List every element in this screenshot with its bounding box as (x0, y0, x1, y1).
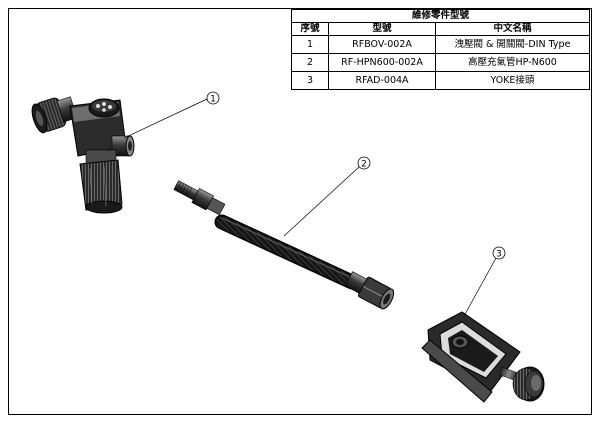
header-seq: 序號 (290, 22, 330, 36)
row-name: 高壓充氣管HP-N600 (434, 53, 591, 72)
row-seq: 3 (290, 71, 330, 90)
row-seq: 2 (290, 53, 330, 72)
row-name: 洩壓閥 & 開關閥-DIN Type (434, 35, 591, 54)
din-valve-part (31, 96, 135, 214)
row-model: RFBOV-002A (328, 35, 436, 54)
hose-part (173, 180, 395, 310)
balloon-2: 2 (283, 156, 371, 237)
yoke-part (421, 311, 545, 403)
row-seq: 1 (290, 35, 330, 54)
header-name: 中文名稱 (434, 22, 591, 36)
table-row: 2 RF-HPN600-002A 高壓充氣管HP-N600 (290, 53, 591, 72)
balloon-2-label: 2 (361, 160, 367, 170)
row-model: RF-HPN600-002A (328, 53, 436, 72)
table-row: 1 RFBOV-002A 洩壓閥 & 開關閥-DIN Type (290, 35, 591, 54)
row-model: RFAD-004A (328, 71, 436, 90)
balloon-3-label: 3 (496, 250, 502, 260)
balloon-1-label: 1 (210, 95, 216, 105)
balloon-3: 3 (463, 246, 506, 317)
parts-table-title: 維修零件型號 (291, 9, 590, 23)
balloon-1: 1 (123, 91, 220, 139)
header-model: 型號 (328, 22, 436, 36)
row-name: YOKE接頭 (434, 71, 591, 90)
parts-table: 維修零件型號 序號 型號 中文名稱 1 RFBOV-002A 洩壓閥 & 開關閥… (290, 9, 591, 90)
drawing-border (8, 8, 592, 415)
table-row: 3 RFAD-004A YOKE接頭 (290, 71, 591, 90)
